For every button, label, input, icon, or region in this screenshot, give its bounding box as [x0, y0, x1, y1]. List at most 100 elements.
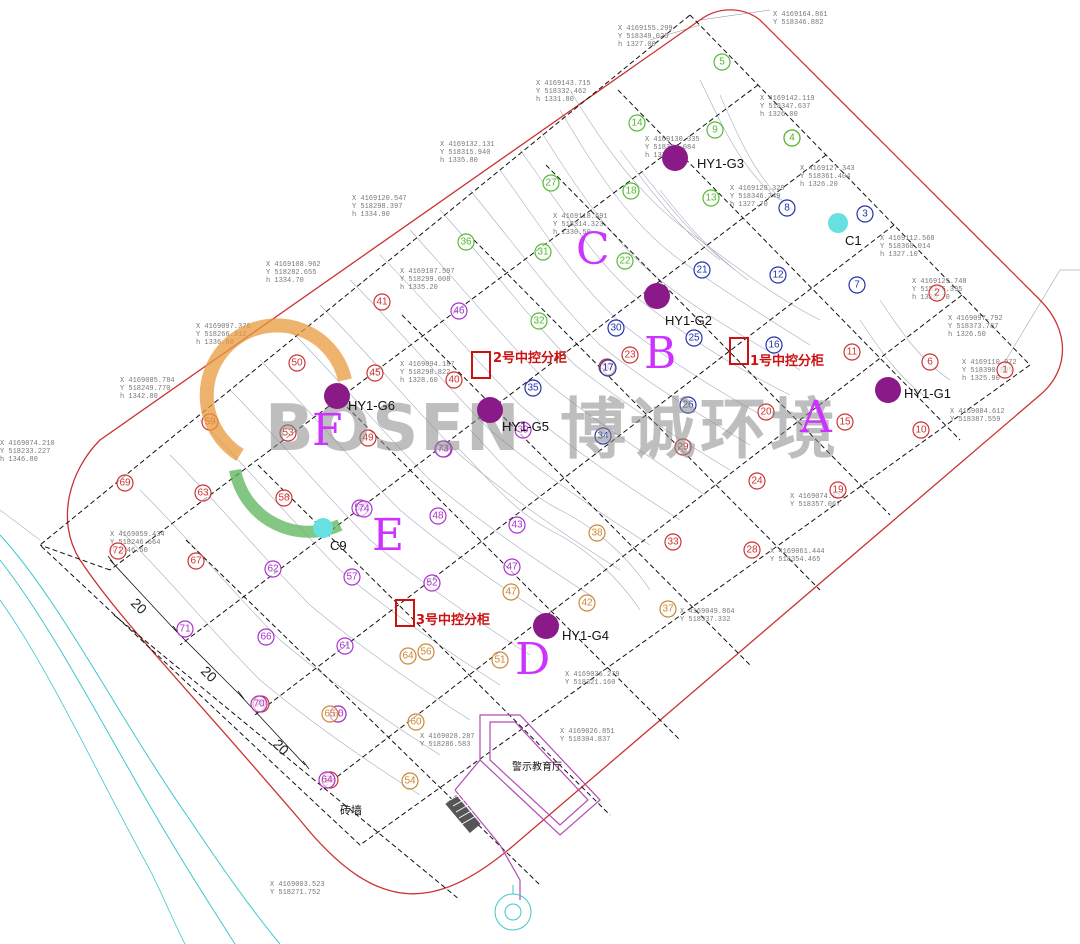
svg-text:45: 45 — [369, 368, 381, 379]
education-hall — [454, 714, 601, 900]
coordinate-text: h 1346.50 — [110, 547, 148, 555]
svg-text:8: 8 — [784, 203, 790, 214]
point-c1-label: C1 — [845, 233, 862, 248]
marker-purple-46: 46 — [450, 302, 468, 320]
coordinate-text: X 4169074.623 — [790, 493, 845, 501]
well-hy1-g2-dot — [644, 283, 670, 309]
marker-red-20: 20 — [757, 403, 775, 421]
coordinate-text: X 4169127.343 — [800, 165, 855, 173]
svg-text:20: 20 — [760, 407, 772, 418]
marker-blue-7: 7 — [848, 276, 866, 294]
well-hy1-g3-dot — [662, 145, 688, 171]
marker-green-32: 32 — [530, 312, 548, 330]
cabinet-1-box — [729, 337, 749, 365]
marker-red-45: 45 — [366, 364, 384, 382]
svg-text:30: 30 — [610, 323, 622, 334]
point-c1-dot — [828, 213, 848, 233]
marker-red-58: 58 — [275, 489, 293, 507]
coordinate-text: X 4169164.861 — [773, 11, 828, 19]
coordinate-text: h 1326.00 — [760, 111, 798, 119]
well-hy1-g6-dot — [324, 383, 350, 409]
coordinate-text: X 4169112.568 — [880, 235, 935, 243]
marker-purple-61: 61 — [336, 637, 354, 655]
svg-text:26: 26 — [682, 400, 694, 411]
coordinate-text: X 4169059.434 — [110, 531, 165, 539]
coordinate-text: X 4169128.329 — [730, 185, 785, 193]
svg-text:4: 4 — [789, 133, 795, 144]
coordinate-text: h 1334.70 — [266, 277, 304, 285]
svg-text:58: 58 — [278, 493, 290, 504]
marker-purple-71: 71 — [176, 620, 194, 638]
marker-blue-30: 30 — [607, 319, 625, 337]
svg-text:71: 71 — [179, 624, 191, 635]
marker-green-22: 22 — [616, 252, 634, 270]
marker-purple-74: 74 — [355, 500, 373, 518]
marker-blue-12: 12 — [769, 266, 787, 284]
svg-text:52: 52 — [426, 578, 438, 589]
marker-red-67: 67 — [187, 552, 205, 570]
coordinate-text: h 1325.90 — [962, 375, 1000, 383]
marker-red-24: 24 — [748, 472, 766, 490]
well-hy1-g5-dot — [477, 397, 503, 423]
svg-text:2: 2 — [934, 288, 940, 299]
coordinate-text: h 1326.50 — [948, 331, 986, 339]
marker-green-9: 9 — [706, 121, 724, 139]
cabinet-3-label: 3号中控分柜 — [416, 612, 490, 628]
coordinate-text: X 4169026.851 — [560, 728, 615, 736]
coordinate-text: h 1328.60 — [400, 377, 438, 385]
marker-purple-73: 73 — [434, 440, 452, 458]
svg-text:32: 32 — [533, 316, 545, 327]
marker-purple-64: 64 — [318, 771, 336, 789]
marker-red-72: 72 — [109, 542, 127, 560]
svg-text:15: 15 — [839, 417, 851, 428]
coordinate-text: Y 518361.404 — [800, 173, 850, 181]
coordinate-text: Y 518249.770 — [120, 385, 170, 393]
svg-text:53: 53 — [282, 428, 294, 439]
svg-text:1: 1 — [1002, 365, 1008, 376]
svg-text:29: 29 — [677, 442, 689, 453]
coordinate-text: X 4169003.523 — [270, 881, 325, 889]
numbered-markers: 1246101115192023242829303340414549505358… — [109, 53, 1014, 790]
marker-green-36: 36 — [457, 233, 475, 251]
svg-text:47: 47 — [505, 587, 517, 598]
watermark-chinese: 博诚环境 — [560, 391, 840, 468]
marker-red-15: 15 — [836, 413, 854, 431]
marker-purple-57: 57 — [343, 568, 361, 586]
marker-orange-37: 37 — [659, 600, 677, 618]
svg-text:60: 60 — [410, 717, 422, 728]
marker-red-6: 6 — [921, 353, 939, 371]
dimension-label-2: 20 — [198, 663, 220, 685]
marker-red-33: 33 — [664, 533, 682, 551]
coordinate-text: X 4169036.279 — [565, 671, 620, 679]
marker-blue-17: 17 — [599, 359, 617, 377]
marker-blue-16: 16 — [765, 336, 783, 354]
coordinate-text: Y 518298.397 — [352, 203, 402, 211]
marker-orange-42: 42 — [578, 594, 596, 612]
well-hy1-g4-label: HY1-G4 — [562, 628, 609, 643]
dimension-label-1: 20 — [128, 595, 150, 617]
marker-purple-48: 48 — [429, 507, 447, 525]
coordinate-text: X 4169028.287 — [420, 733, 475, 741]
coordinate-text: Y 518233.227 — [0, 448, 50, 456]
gate-label: 砖墙 — [340, 803, 362, 817]
well-hy1-g3-label: HY1-G3 — [697, 156, 744, 171]
coordinate-text: h 1327.70 — [730, 201, 768, 209]
point-c9-label: C9 — [330, 538, 347, 553]
svg-text:72: 72 — [112, 546, 124, 557]
svg-text:62: 62 — [267, 564, 279, 575]
coordinate-text: Y 518286.583 — [420, 741, 470, 749]
marker-red-29: 29 — [674, 438, 692, 456]
dimension-label-3: 20 — [270, 736, 292, 758]
marker-blue-25: 25 — [685, 329, 703, 347]
marker-green-14: 14 — [628, 114, 646, 132]
coordinate-text: X 4169074.210 — [0, 440, 55, 448]
svg-text:9: 9 — [712, 125, 718, 136]
svg-text:7: 7 — [854, 280, 860, 291]
marker-red-23: 23 — [621, 346, 639, 364]
coordinate-text: Y 518373.787 — [948, 323, 998, 331]
marker-orange-38: 38 — [588, 524, 606, 542]
coordinate-text: X 4169094.187 — [400, 361, 455, 369]
svg-text:23: 23 — [624, 350, 636, 361]
svg-text:34: 34 — [597, 431, 609, 442]
